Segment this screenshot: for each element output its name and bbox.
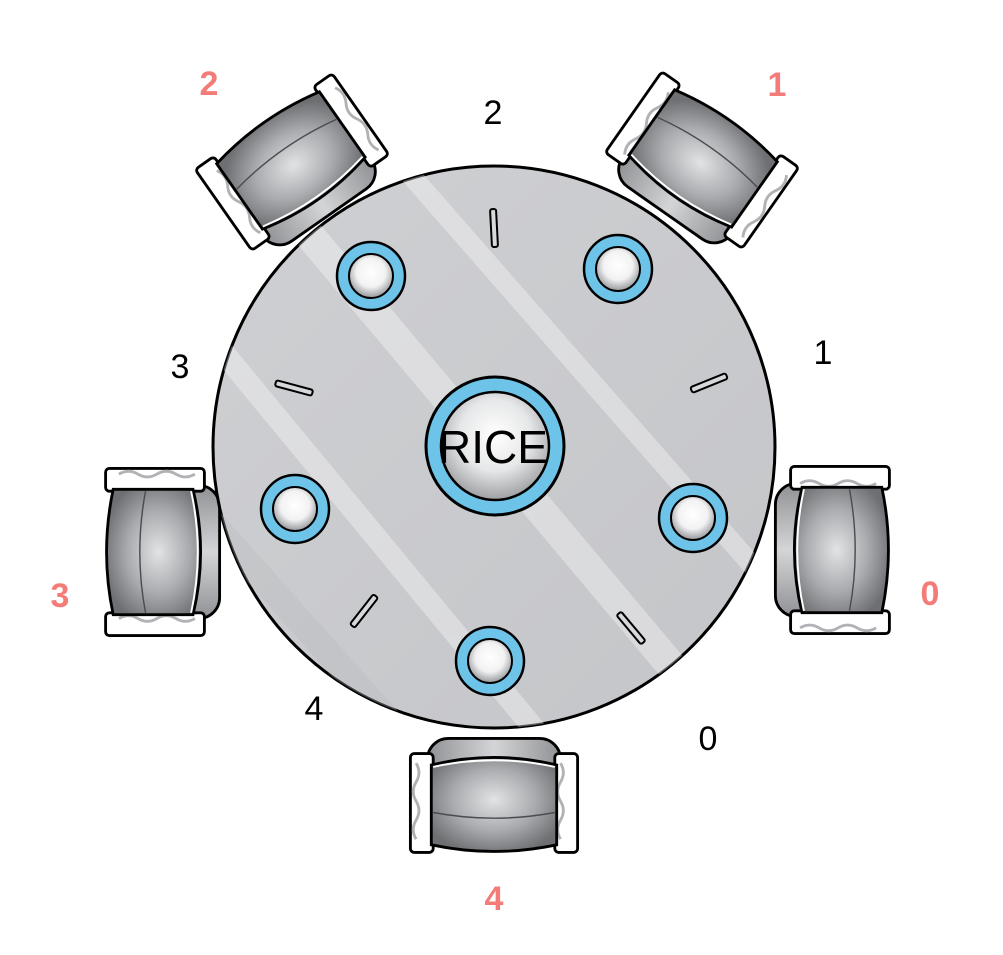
chair-philosopher-3 xyxy=(104,466,222,638)
chopstick-label-2: 2 xyxy=(484,94,503,132)
chopstick-2 xyxy=(489,207,499,249)
philosopher-label-2: 2 xyxy=(200,65,219,103)
chopstick-label-4: 4 xyxy=(305,690,324,728)
philosopher-label-4: 4 xyxy=(485,880,504,918)
philosopher-label-0: 0 xyxy=(921,575,940,613)
rice-bowl: RICE xyxy=(424,375,566,517)
philosopher-label-1: 1 xyxy=(768,66,787,104)
chopstick-label-1: 1 xyxy=(814,334,833,372)
rice-bowl-label: RICE xyxy=(438,421,548,473)
philosopher-label-3: 3 xyxy=(51,577,70,615)
chopstick-label-3: 3 xyxy=(171,348,190,386)
plate-2 xyxy=(335,240,407,312)
chair-philosopher-4 xyxy=(408,736,580,854)
chair-philosopher-0 xyxy=(773,464,891,636)
chopstick-label-0: 0 xyxy=(699,720,718,758)
plate-1 xyxy=(582,233,654,305)
plate-0 xyxy=(657,482,729,554)
plate-4 xyxy=(454,625,526,697)
plate-3 xyxy=(259,473,331,545)
